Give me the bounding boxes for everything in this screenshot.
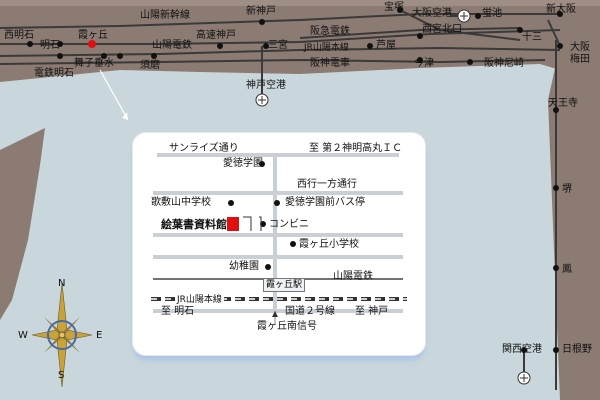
inset-signal: 霞ヶ丘南信号 — [257, 321, 317, 332]
label-nishinomiya: 西宮北口 — [422, 24, 462, 35]
inset-pointer-head — [122, 112, 128, 120]
label-dentetsu-akashi: 電鉄明石 — [34, 68, 74, 79]
label-shin-osaka: 新大阪 — [546, 4, 576, 15]
inset-museum-label: 絵葉書資料館 — [161, 218, 227, 231]
label-maiko-tarumi: 舞子垂水 — [74, 58, 114, 69]
label-osaka-umeda: 大阪 梅田 — [570, 42, 590, 65]
dot-sannomiya — [263, 43, 269, 49]
museum-bracket — [243, 216, 262, 231]
label-osaka-airport: 大阪空港 — [412, 8, 452, 19]
airport-icon-kansai — [517, 371, 531, 385]
rail-spur-takarazuka — [399, 9, 521, 41]
label-ashiya: 芦屋 — [376, 40, 396, 51]
rail-hanshin — [0, 58, 546, 65]
airport-icon-kobe — [255, 93, 269, 107]
inset-pointer — [99, 69, 129, 121]
inset-kasayama-school: 歌敷山中学校 — [151, 197, 211, 208]
rail-jr-sanyo — [0, 29, 561, 45]
compass-s: S — [58, 370, 65, 381]
compass-e: E — [96, 330, 103, 341]
inset-detail-map: サンライズ通り 至 第２神明高丸ＩＣ 愛徳学園 西行一方通行 歌敷山中学校 愛徳… — [132, 132, 426, 356]
label-tennoji: 天王寺 — [548, 98, 578, 109]
dot-kosoku-kobe — [217, 43, 223, 49]
label-shin-kobe: 新神戸 — [246, 6, 276, 17]
inset-jr-sanyo: JR山陽本線 — [175, 294, 224, 306]
inset-to-dai2: 至 第２神明高丸ＩＣ — [309, 143, 403, 154]
label-suma: 須磨 — [140, 60, 160, 71]
compass-w: W — [18, 330, 28, 341]
inset-to-kobe: 至 神戸 — [355, 306, 389, 317]
label-kosoku-kobe: 高速神戸 — [196, 30, 236, 41]
dot-nishinomiya — [417, 33, 423, 39]
dot-imazu — [417, 57, 423, 63]
dot-otori — [553, 265, 559, 271]
inset-kasumigaoka-school: 霞ヶ丘小学校 — [299, 239, 359, 250]
inset-sunrise-road: サンライズ通り — [169, 143, 239, 154]
label-juso: 十三 — [522, 32, 542, 43]
rail-hankyu — [299, 27, 521, 39]
dot-kansai-airport — [521, 347, 527, 353]
dot-juso — [517, 27, 523, 33]
label-imazu: 今津 — [414, 58, 434, 69]
compass-rose-icon — [31, 282, 93, 388]
dot-sakai — [553, 185, 559, 191]
label-akashi: 明石 — [40, 40, 60, 51]
museum-marker — [227, 217, 239, 231]
label-otori: 鳳 — [562, 264, 572, 275]
inset-sanyo-dentetsu: 山陽電鉄 — [333, 271, 373, 282]
label-hanshin: 阪神電車 — [310, 58, 350, 69]
label-hineno: 日根野 — [562, 344, 592, 355]
land-east — [548, 60, 600, 400]
dot-maiko — [101, 53, 107, 59]
dot-kasumigaoka-current — [88, 40, 96, 48]
dot-koike — [475, 13, 481, 19]
inset-konbini: コンビニ — [269, 219, 309, 230]
dot-shin-kobe — [259, 19, 265, 25]
label-sanyo-shinkansen: 山陽新幹線 — [140, 10, 190, 21]
label-nishi-akashi: 西明石 — [4, 30, 34, 41]
dot-tarumi — [117, 53, 123, 59]
dot-akashi — [57, 41, 63, 47]
label-sanyo-dentetsu: 山陽電鉄 — [152, 40, 192, 51]
dot-ashiya — [367, 43, 373, 49]
dot-nishi-akashi — [27, 41, 33, 47]
dot-suma — [151, 53, 157, 59]
dot-takarazuka — [397, 7, 403, 13]
rail-shin-osaka-link — [547, 19, 561, 47]
inset-aitoku-gakuen: 愛徳学園 — [223, 158, 263, 169]
inset-to-akashi: 至 明石 — [161, 306, 195, 317]
inset-seigyo: 西行一方通行 — [297, 179, 357, 190]
land-north — [0, 0, 600, 90]
label-sannomiya: 三宮 — [268, 40, 288, 51]
dot-hineno — [553, 347, 559, 353]
label-koike: 蛍池 — [482, 8, 502, 19]
label-kansai-airport: 関西空港 — [502, 344, 542, 355]
label-takarazuka: 宝塚 — [384, 2, 404, 13]
label-hankyu: 阪急電鉄 — [310, 26, 350, 37]
label-jr-sanyo-honsen: JR山陽本線 — [304, 43, 349, 53]
compass-n: N — [58, 278, 66, 289]
inset-kasumigaoka-station: 霞ヶ丘駅 — [263, 278, 306, 292]
inset-bus-stop: 愛徳学園前バス停 — [285, 197, 365, 208]
dot-dentetsu-akashi — [57, 53, 63, 59]
label-kasumigaoka: 霞ヶ丘 — [78, 30, 108, 41]
inset-kokudo: 国道２号線 — [285, 306, 335, 317]
label-amagasaki: 阪神尼崎 — [484, 58, 524, 69]
dot-umeda — [557, 43, 563, 49]
inset-yochien: 幼稚園 — [229, 261, 259, 272]
label-kobe-airport: 神戸空港 — [246, 80, 286, 91]
dot-tennoji — [553, 107, 559, 113]
airport-icon-osaka — [457, 9, 471, 23]
land-north-light — [0, 0, 600, 6]
label-sakai: 堺 — [562, 184, 572, 195]
dot-amagasaki — [467, 59, 473, 65]
dot-shin-osaka — [557, 11, 563, 17]
land-island — [0, 128, 45, 320]
